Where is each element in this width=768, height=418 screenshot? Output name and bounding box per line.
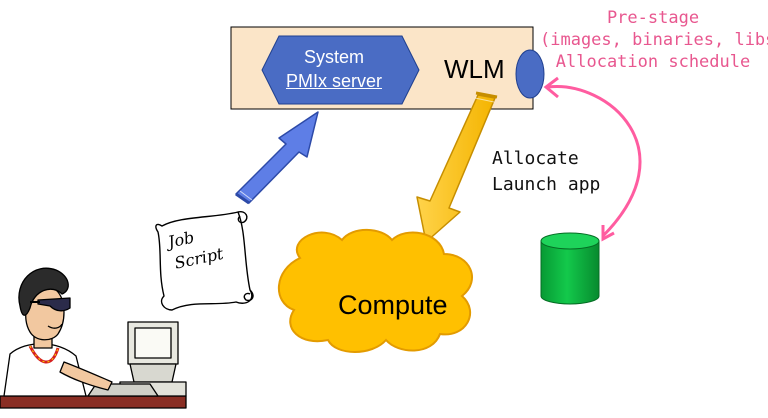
prestage-connector-head-top xyxy=(543,76,559,99)
compute-cloud xyxy=(278,228,473,353)
prestage-line2: (images, binaries, libs) xyxy=(540,30,768,50)
pmix-server-label-line1: System xyxy=(303,47,364,67)
prestage-note: Pre-stage (images, binaries, libs) Alloc… xyxy=(540,7,768,73)
database-icon xyxy=(540,232,600,305)
user-at-computer-icon xyxy=(0,267,187,409)
submit-arrow xyxy=(235,111,319,205)
disk-connector-icon xyxy=(515,49,545,99)
pmix-server-label: System PMIx server xyxy=(268,45,400,93)
prestage-line1: Pre-stage xyxy=(606,8,700,28)
wlm-label: WLM xyxy=(444,54,505,84)
prestage-line3: Allocation schedule xyxy=(555,52,751,72)
launch-app-text: Launch app xyxy=(492,174,601,195)
prestage-connector xyxy=(547,85,642,238)
prestage-connector-head-bottom xyxy=(601,225,615,242)
allocate-text: Allocate xyxy=(492,148,579,169)
compute-label: Compute xyxy=(338,290,448,320)
job-script-scroll-icon xyxy=(155,210,254,311)
pmix-server-label-line2: PMIx server xyxy=(285,71,382,91)
wlm-actions-label: Allocate Launch app xyxy=(492,146,600,198)
launch-arrow xyxy=(416,91,498,243)
pmix-server-hexagon xyxy=(261,35,420,105)
